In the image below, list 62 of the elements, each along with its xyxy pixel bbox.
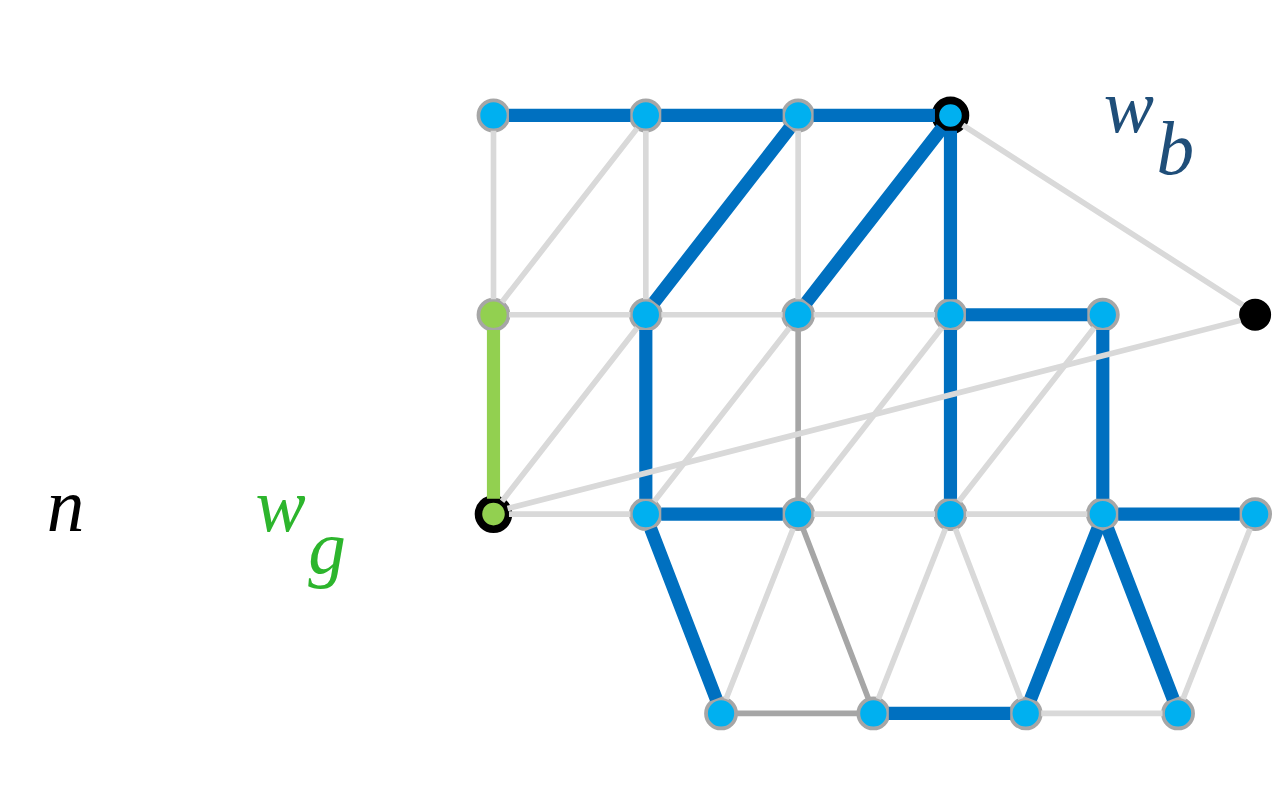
connector: [1180, 527, 1253, 700]
connector: [795, 329, 801, 499]
connector: [956, 325, 1097, 503]
connector: [1024, 525, 1104, 701]
connector: [736, 710, 858, 716]
connector: [813, 510, 935, 517]
connector: [1101, 525, 1180, 701]
connector: [652, 325, 792, 503]
connector: [965, 307, 1088, 321]
node-circle: [1161, 696, 1195, 730]
connector: [490, 130, 497, 299]
node-circle: [781, 297, 816, 332]
connector: [1118, 507, 1240, 521]
connector: [644, 525, 723, 701]
node-circle: [628, 297, 663, 332]
node-circle: [856, 696, 891, 730]
connector: [649, 123, 795, 306]
connector: [508, 108, 631, 122]
node-circle: [704, 696, 738, 730]
connector: [661, 507, 783, 521]
connector: [943, 130, 958, 299]
connector: [723, 527, 796, 700]
connector: [888, 706, 1011, 720]
connector: [952, 527, 1024, 700]
connector: [508, 510, 631, 517]
connector: [800, 527, 872, 700]
connector: [965, 510, 1088, 517]
node-circle: [933, 496, 968, 531]
connector: [961, 122, 1245, 307]
connector: [813, 108, 935, 122]
connector: [1096, 329, 1110, 499]
connector: [506, 317, 1242, 511]
connector: [661, 108, 783, 122]
connector: [499, 325, 640, 503]
label: n: [46, 463, 85, 547]
connector: [639, 329, 653, 499]
node-circle: [628, 98, 663, 132]
node-circle: [1008, 696, 1043, 730]
node-circle: [931, 96, 970, 134]
node-circle: [474, 494, 513, 533]
node-circle: [1085, 297, 1120, 332]
connector: [813, 311, 935, 318]
connector: [795, 130, 801, 299]
connector: [801, 123, 948, 306]
connector: [486, 329, 501, 499]
connector: [508, 311, 631, 318]
node-circle: [1239, 298, 1272, 331]
connector: [804, 325, 945, 503]
node-circle: [781, 496, 816, 531]
connector: [499, 126, 640, 304]
node-circle: [476, 297, 511, 332]
node-circle: [1238, 496, 1273, 531]
node-circle: [781, 98, 816, 132]
connector: [643, 130, 649, 299]
connector: [1041, 710, 1163, 716]
node-circle: [628, 496, 663, 531]
node-circle: [1085, 496, 1120, 531]
connector: [943, 329, 958, 499]
connector: [875, 527, 949, 700]
connector: [661, 311, 783, 318]
node-circle: [476, 98, 511, 132]
node-circle: [933, 297, 968, 332]
